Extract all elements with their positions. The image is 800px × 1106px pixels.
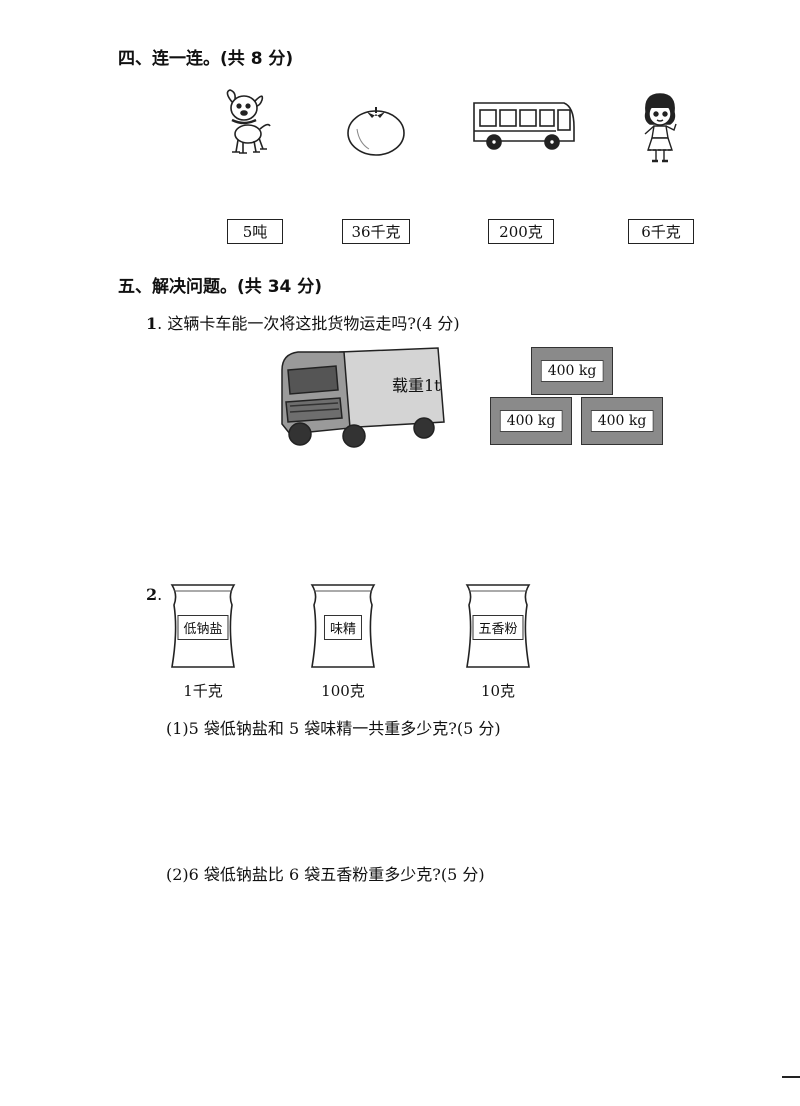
bag-label-msg: 味精 bbox=[323, 615, 363, 640]
truck-icon bbox=[281, 347, 445, 448]
section4-title: 四、连一连。(共 8 分) bbox=[118, 49, 294, 69]
page-edge-mark bbox=[782, 1076, 800, 1078]
tomato-icon bbox=[347, 107, 405, 156]
bag-low-sodium-salt: 低钠盐 bbox=[166, 581, 240, 671]
bag-five-spice: 五香粉 bbox=[461, 581, 535, 671]
question-1: 1. 这辆卡车能一次将这批货物运走吗?(4 分) bbox=[146, 310, 460, 334]
girl-icon bbox=[644, 93, 677, 163]
bus-icon bbox=[473, 102, 575, 150]
question-2-sub-2: (2)6 袋低钠盐比 6 袋五香粉重多少克?(5 分) bbox=[166, 865, 485, 884]
bag-label-low-sodium-salt: 低钠盐 bbox=[177, 615, 229, 640]
bag-weight-low-sodium-salt: 1千克 bbox=[183, 682, 223, 700]
bag-label-five-spice: 五香粉 bbox=[472, 615, 524, 640]
question-2-number-text: 2 bbox=[146, 585, 158, 604]
section5-title: 五、解决问题。(共 34 分) bbox=[118, 277, 323, 297]
weight-box-2[interactable]: 36千克 bbox=[342, 219, 410, 244]
puppy-icon bbox=[226, 89, 271, 154]
weight-box-1[interactable]: 5吨 bbox=[227, 219, 283, 244]
bag-msg: 味精 bbox=[306, 581, 380, 671]
bag-weight-five-spice: 10克 bbox=[480, 682, 516, 700]
weight-box-4[interactable]: 6千克 bbox=[628, 219, 694, 244]
crate-top: 400 kg bbox=[531, 347, 613, 395]
question-1-text: . 这辆卡车能一次将这批货物运走吗?(4 分) bbox=[157, 314, 460, 333]
question-1-number: 1 bbox=[146, 314, 158, 333]
question-2-number: 2. bbox=[146, 585, 162, 604]
crate-bottom-left: 400 kg bbox=[490, 397, 572, 445]
weight-box-3[interactable]: 200克 bbox=[488, 219, 554, 244]
crate-bottom-left-label: 400 kg bbox=[499, 410, 563, 432]
crate-top-label: 400 kg bbox=[540, 360, 604, 382]
question-2-sub-1: (1)5 袋低钠盐和 5 袋味精一共重多少克?(5 分) bbox=[166, 719, 501, 738]
bag-weight-msg: 100克 bbox=[321, 682, 365, 700]
crate-bottom-right: 400 kg bbox=[581, 397, 663, 445]
truck-capacity-label: 载重1t bbox=[392, 376, 441, 395]
question-2-dot: . bbox=[157, 585, 163, 604]
crate-bottom-right-label: 400 kg bbox=[590, 410, 654, 432]
